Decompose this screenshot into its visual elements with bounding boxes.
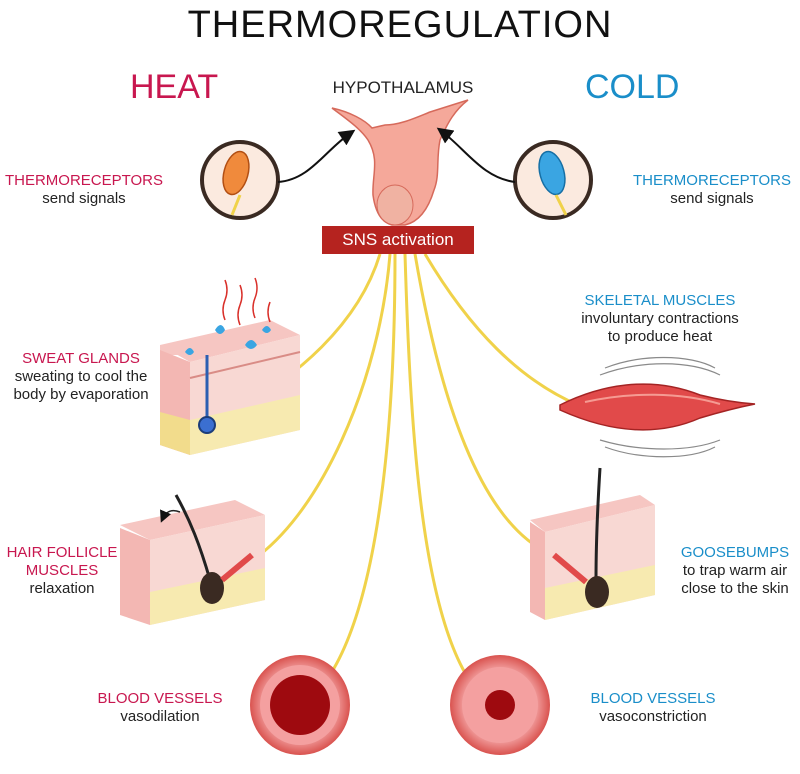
hair-follicle-heading-1: HAIR FOLLICLE xyxy=(6,544,118,561)
goosebumps-label: GOOSEBUMPS to trap warm air close to the… xyxy=(672,544,798,598)
heat-thermoreceptor-icon xyxy=(200,140,280,220)
heat-blood-vessels-label: BLOOD VESSELS vasodilation xyxy=(80,690,240,726)
skeletal-muscles-desc-2: to produce heat xyxy=(607,328,713,345)
heat-heading: HEAT xyxy=(130,68,219,106)
heat-thermoreceptors-heading: THERMORECEPTORS xyxy=(4,172,164,189)
vasoconstriction-vessel-icon xyxy=(450,655,550,755)
hair-follicle-relaxed-icon xyxy=(120,494,265,625)
cold-blood-vessels-heading: BLOOD VESSELS xyxy=(590,690,716,707)
cold-thermoreceptors-heading: THERMORECEPTORS xyxy=(632,172,792,189)
skeletal-muscles-heading: SKELETAL MUSCLES xyxy=(584,292,736,309)
cold-thermoreceptors-desc: send signals xyxy=(670,190,754,207)
hypothalamus-shape xyxy=(331,99,469,226)
hair-follicle-heading-2: MUSCLES xyxy=(25,562,99,579)
cold-blood-vessels-label: BLOOD VESSELS vasoconstriction xyxy=(568,690,738,726)
sweat-glands-desc-1: sweating to cool the xyxy=(14,368,148,385)
sns-activation-box: SNS activation xyxy=(322,226,474,254)
signal-arrows xyxy=(277,127,516,183)
heat-thermoreceptors-desc: send signals xyxy=(42,190,126,207)
hair-follicle-label: HAIR FOLLICLE MUSCLES relaxation xyxy=(0,544,124,598)
skeletal-muscle-icon xyxy=(559,356,756,458)
cold-heading: COLD xyxy=(585,68,680,106)
cold-thermoreceptor-icon xyxy=(513,140,593,220)
skeletal-muscles-label: SKELETAL MUSCLES involuntary contraction… xyxy=(565,292,755,346)
vasodilation-vessel-icon xyxy=(250,655,350,755)
sweat-glands-heading: SWEAT GLANDS xyxy=(22,350,140,367)
sweat-glands-label: SWEAT GLANDS sweating to cool the body b… xyxy=(2,350,160,404)
goosebumps-desc-1: to trap warm air xyxy=(682,562,788,579)
page-title: THERMOREGULATION xyxy=(187,4,613,46)
skeletal-muscles-desc-1: involuntary contractions xyxy=(581,310,739,327)
nerve-fibers xyxy=(214,253,579,679)
hypothalamus-label: HYPOTHALAMUS xyxy=(332,78,474,97)
hair-follicle-goosebumps-icon xyxy=(530,467,655,620)
cold-thermoreceptors-label: THERMORECEPTORS send signals xyxy=(628,172,796,208)
heat-blood-vessels-heading: BLOOD VESSELS xyxy=(97,690,223,707)
sweat-gland-skin-icon xyxy=(160,277,301,455)
hair-follicle-desc: relaxation xyxy=(29,580,95,597)
cold-blood-vessels-desc: vasoconstriction xyxy=(599,708,707,725)
goosebumps-heading: GOOSEBUMPS xyxy=(680,544,790,561)
heat-blood-vessels-desc: vasodilation xyxy=(120,708,200,725)
sweat-glands-desc-2: body by evaporation xyxy=(13,386,149,403)
goosebumps-desc-2: close to the skin xyxy=(681,580,789,597)
heat-thermoreceptors-label: THERMORECEPTORS send signals xyxy=(4,172,164,208)
